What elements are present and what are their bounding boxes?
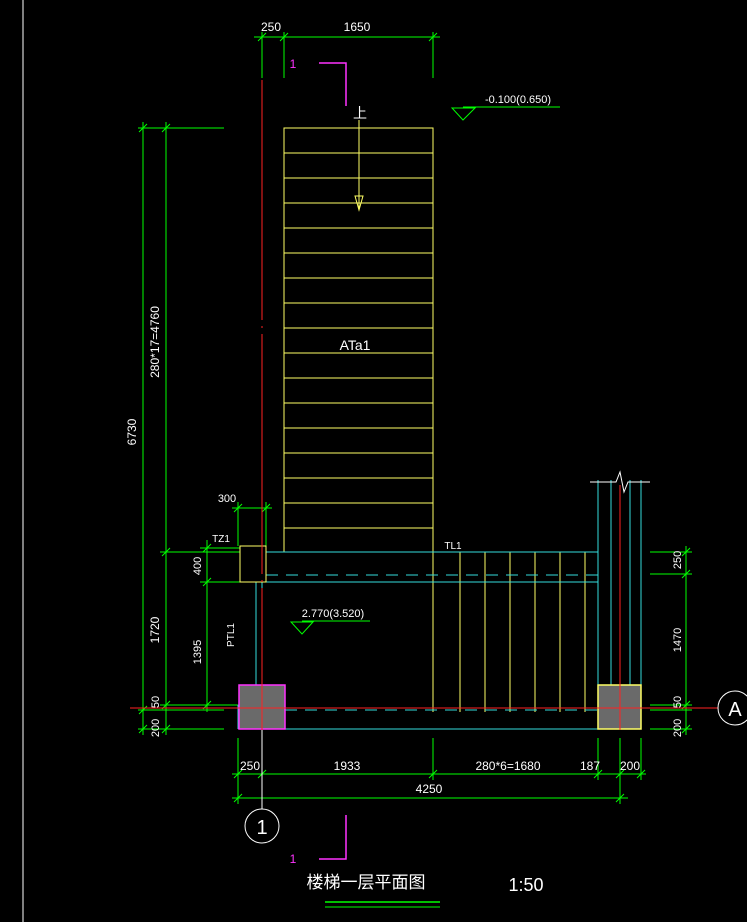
elevation-landing-label: 2.770(3.520) [302, 608, 364, 620]
dim-left-6730: 6730 [125, 418, 139, 445]
dim-bottom-200: 200 [620, 759, 640, 773]
dim-bottom-187: 187 [580, 759, 600, 773]
dim-left-200: 200 [150, 719, 162, 737]
axis-label-a: A [728, 699, 742, 721]
dim-inner-1395: 1395 [192, 640, 204, 664]
dim-right-50: 50 [672, 696, 684, 708]
dim-bottom-treads: 280*6=1680 [475, 759, 540, 773]
beam-outlines [237, 480, 642, 730]
dim-top-250: 250 [261, 20, 281, 34]
dim-bottom-1933: 1933 [334, 759, 361, 773]
tag-ptl1: PTL1 [226, 623, 237, 647]
drawing-title: 楼梯一层平面图 [307, 873, 426, 893]
up-marker: 上 [353, 106, 367, 122]
axis-label-1: 1 [256, 817, 267, 839]
landing-treads [432, 551, 598, 712]
dim-bottom-250: 250 [240, 759, 260, 773]
up-arrow-icon [354, 120, 364, 212]
section-mark-top: 1 [290, 57, 297, 71]
dim-top-1650: 1650 [344, 20, 371, 34]
section-mark-bottom: 1 [290, 852, 297, 866]
right-dimension [650, 546, 692, 735]
axis-bubble-a [717, 690, 747, 726]
tag-tl1: TL1 [444, 541, 462, 552]
top-dimension [254, 32, 440, 78]
dim-left-1720: 1720 [148, 616, 162, 643]
drawing-scale: 1:50 [508, 875, 543, 895]
dim-bottom-4250: 4250 [416, 782, 443, 796]
break-symbol-icon [590, 470, 650, 494]
elevation-top-label: -0.100(0.650) [485, 94, 551, 106]
dim-right-200: 200 [672, 719, 684, 737]
dim-left-flight: 280*17=4760 [148, 306, 162, 378]
elevation-marker-landing [289, 620, 370, 635]
inner-left-dimension [200, 502, 272, 712]
dim-left-50: 50 [150, 696, 162, 708]
dim-right-1470: 1470 [672, 628, 684, 652]
section-cut-marks [319, 62, 347, 860]
elevation-marker-top [450, 106, 560, 121]
dim-inner-400: 400 [192, 557, 204, 575]
axis-lines [130, 80, 718, 730]
stair-name-label: ATa1 [340, 337, 371, 353]
dim-right-250: 250 [672, 551, 684, 569]
tag-tz1: TZ1 [212, 534, 230, 545]
dim-inner-300: 300 [218, 493, 236, 505]
